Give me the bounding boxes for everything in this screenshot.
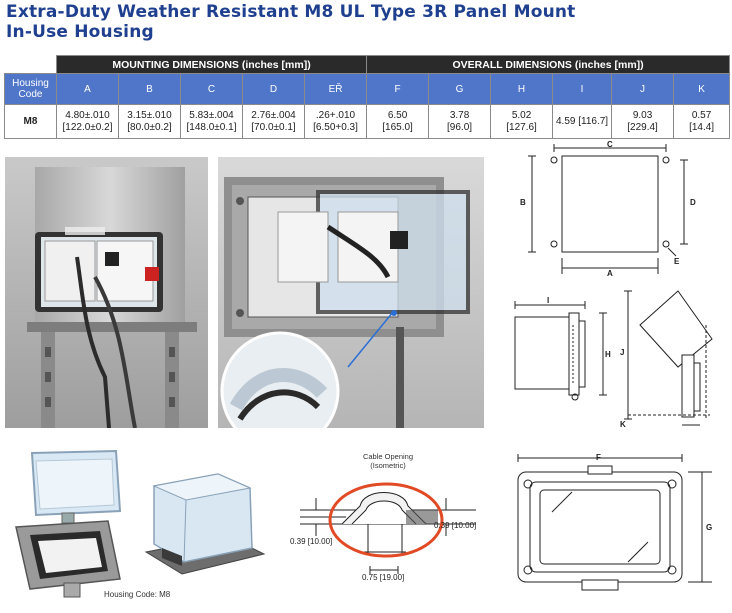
photo-mounted-housing — [5, 157, 208, 428]
table-cell: 5.83±.004[148.0±0.1] — [180, 104, 243, 139]
column-header: C — [180, 73, 243, 105]
table-cell: 5.02[127.6] — [490, 104, 554, 139]
housing-code-caption: Housing Code: M8 — [104, 590, 171, 599]
cable-opening-title: Cable Opening (Isometric) — [362, 452, 414, 470]
dim-label-d: D — [690, 198, 696, 207]
dimensions-table: MOUNTING DIMENSIONS (inches [mm]) OVERAL… — [4, 55, 731, 139]
table-cell: 4.80±.010[122.0±0.2] — [56, 104, 119, 139]
dim-label-f: F — [596, 453, 601, 462]
diagram-front-view: C A B D E — [520, 140, 696, 278]
dim-label-cable-left: 0.39 [10.00] — [290, 537, 332, 546]
photo-open-housing — [8, 443, 128, 598]
table-cell: .26+.010[6.50+0.3] — [303, 104, 368, 139]
diagram-bottom-view: F G — [517, 453, 712, 591]
column-header: F — [366, 73, 430, 105]
table-row: M8 4.80±.010[122.0±0.2] 3.15±.010[80.0±0… — [4, 104, 731, 139]
dim-label-cable-bottom: 0.75 [19.00] — [362, 573, 404, 582]
dim-label-i: I — [547, 296, 549, 305]
diagram-side-view-closed: I H — [514, 296, 611, 401]
column-header: J — [611, 73, 675, 105]
table-cell: 2.76±.004[70.0±0.1] — [242, 104, 305, 139]
housing-code-cell: M8 — [4, 104, 57, 139]
dim-label-c: C — [607, 140, 613, 149]
cable-opening-highlight — [328, 482, 444, 558]
diagram-cable-opening: 0.39 [10.00] 0.39 [10.00] 0.75 [19.00] — [290, 482, 476, 582]
table-cell: 0.57[14.4] — [673, 104, 731, 139]
diagram-side-view-open: J K — [620, 290, 713, 429]
dim-label-a: A — [607, 269, 613, 278]
photo-close-up-housing — [218, 157, 484, 428]
column-header: D — [242, 73, 305, 105]
column-header: K — [673, 73, 731, 105]
page-title: Extra-Duty Weather Resistant M8 UL Type … — [6, 2, 576, 42]
table-corner — [4, 55, 57, 74]
title-line-1: Extra-Duty Weather Resistant M8 UL Type … — [6, 2, 576, 22]
table-cell: 3.78[96.0] — [428, 104, 492, 139]
photo-closed-housing — [140, 466, 268, 584]
column-header: G — [428, 73, 492, 105]
table-cell: 6.50[165.0] — [366, 104, 430, 139]
dim-label-b: B — [520, 198, 526, 207]
column-header: EŘ — [303, 73, 368, 105]
table-cell: 4.59 [116.7] — [552, 104, 613, 139]
dim-label-cable-right: 0.39 [10.00] — [434, 521, 476, 530]
dim-label-e: E — [674, 257, 680, 266]
dim-label-j: J — [620, 348, 624, 357]
title-line-2: In-Use Housing — [6, 22, 154, 42]
overall-dimensions-header: OVERALL DIMENSIONS (inches [mm]) — [366, 55, 731, 74]
table-cell: 3.15±.010[80.0±0.2] — [118, 104, 181, 139]
dim-label-g: G — [706, 523, 712, 532]
column-header: I — [552, 73, 613, 105]
dim-label-k: K — [620, 420, 626, 429]
column-header: H — [490, 73, 554, 105]
column-header: B — [118, 73, 181, 105]
dim-label-h: H — [605, 350, 611, 359]
table-cell: 9.03[229.4] — [611, 104, 675, 139]
mounting-dimensions-header: MOUNTING DIMENSIONS (inches [mm]) — [55, 55, 368, 74]
column-header: A — [56, 73, 119, 105]
